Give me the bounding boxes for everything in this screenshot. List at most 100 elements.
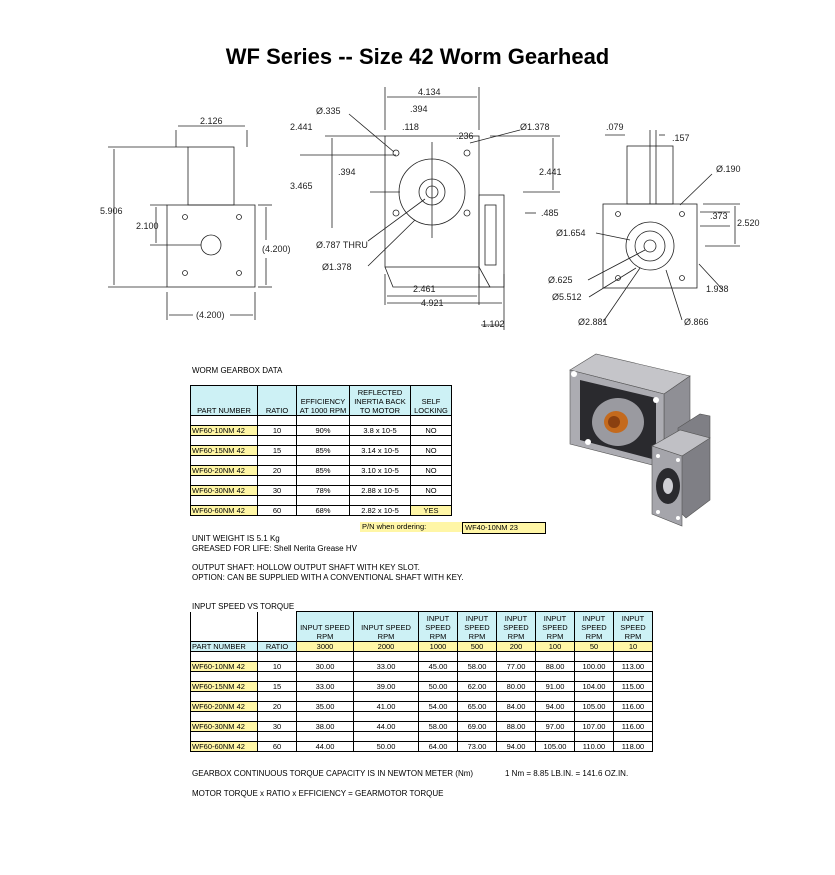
right-view-circle-outer (625, 221, 675, 271)
torque-value: 39.00 (353, 681, 419, 692)
torque-value: 116.00 (613, 721, 653, 732)
ratio: 20 (257, 701, 297, 712)
dim-center-bore-dia: Ø1.378 (520, 122, 550, 132)
torque-capacity-note: GEARBOX CONTINUOUS TORQUE CAPACITY IS IN… (192, 769, 474, 778)
right-view-flange (602, 203, 698, 289)
dim-center-right-top: 2.441 (539, 167, 562, 177)
speed-spacer-row (190, 711, 653, 722)
self-locking: NO (410, 485, 452, 496)
dim-left-height: 5.906 (100, 206, 123, 216)
dim-center-right-step: .485 (541, 208, 559, 218)
self-locking: NO (410, 425, 452, 436)
torque-value: 62.00 (457, 681, 497, 692)
speed-value: 10 (613, 641, 653, 652)
speed-header: INPUT SPEED RPM (496, 611, 536, 642)
torque-value: 69.00 (457, 721, 497, 732)
speed-header: INPUT SPEED RPM (574, 611, 614, 642)
dim-center-bottom-width: 2.461 (413, 284, 436, 294)
speed-value: 2000 (353, 641, 419, 652)
part-number: WF60-30NM 42 (190, 485, 258, 496)
speed-value: 100 (535, 641, 575, 652)
torque-value: 54.00 (418, 701, 458, 712)
worm-spacer-row (190, 475, 452, 486)
speed-spacer-row (190, 731, 653, 742)
inertia: 3.8 x 10-5 (349, 425, 411, 436)
torque-value: 107.00 (574, 721, 614, 732)
torque-value: 41.00 (353, 701, 419, 712)
torque-value: 30.00 (296, 661, 354, 672)
ratio: 60 (257, 505, 297, 516)
speed-value: 50 (574, 641, 614, 652)
self-locking: NO (410, 465, 452, 476)
ratio: 10 (257, 425, 297, 436)
speed-spacer-row (190, 671, 653, 682)
torque-value: 116.00 (613, 701, 653, 712)
torque-value: 65.00 (457, 701, 497, 712)
speed-spacer-row (190, 651, 653, 662)
worm-header-efficiency: EFFICIENCY AT 1000 RPM (296, 385, 350, 416)
torque-value: 105.00 (574, 701, 614, 712)
speed-value: 200 (496, 641, 536, 652)
speed-header: INPUT SPEED RPM (535, 611, 575, 642)
left-view-shaft-hole (200, 234, 222, 256)
efficiency: 78% (296, 485, 350, 496)
part-number: WF60-10NM 42 (190, 425, 258, 436)
left-view-flange (166, 204, 256, 288)
part-number: WF60-30NM 42 (190, 721, 258, 732)
dim-center-top: 2.441 (290, 122, 313, 132)
efficiency: 68% (296, 505, 350, 516)
dim-right-step: .373 (710, 211, 728, 221)
dim-right-outer: Ø1.654 (556, 228, 586, 238)
torque-value: 33.00 (353, 661, 419, 672)
worm-header-part: PART NUMBER (190, 385, 258, 416)
dim-right-pilot: Ø2.881 (578, 317, 608, 327)
torque-value: 88.00 (535, 661, 575, 672)
torque-value: 33.00 (296, 681, 354, 692)
dim-center-hole-dia: Ø.335 (316, 106, 341, 116)
ratio: 20 (257, 465, 297, 476)
self-locking: YES (410, 505, 452, 516)
torque-value: 94.00 (496, 741, 536, 752)
table-row: WF60-30NM 42 30 78% 2.88 x 10-5 NO (190, 485, 452, 496)
worm-header-self-locking: SELF LOCKING (410, 385, 452, 416)
worm-spacer-row (190, 455, 452, 466)
dim-right-height: 2.520 (737, 218, 760, 228)
table-row: WF60-30NM 42 30 38.00 44.00 58.00 69.00 … (190, 721, 653, 732)
gearbox-3d-image (569, 353, 711, 527)
torque-value: 88.00 (496, 721, 536, 732)
grease-note: GREASED FOR LIFE: Shell Nerita Grease HV (192, 544, 357, 553)
inertia: 2.82 x 10-5 (349, 505, 411, 516)
speed-header: INPUT SPEED RPM (613, 611, 653, 642)
efficiency: 85% (296, 465, 350, 476)
torque-value: 110.00 (574, 741, 614, 752)
table-row: WF60-15NM 42 15 85% 3.14 x 10-5 NO (190, 445, 452, 456)
speed-header: INPUT SPEED RPM (296, 611, 354, 642)
worm-table-caption: WORM GEARBOX DATA (192, 366, 283, 375)
torque-value: 113.00 (613, 661, 653, 672)
output-shaft-note: OUTPUT SHAFT: HOLLOW OUTPUT SHAFT WITH K… (192, 563, 420, 572)
torque-value: 58.00 (457, 661, 497, 672)
ratio: 15 (257, 445, 297, 456)
dim-center-thru: Ø.787 THRU (316, 240, 368, 250)
torque-value: 45.00 (418, 661, 458, 672)
speed-spacer-row (190, 691, 653, 702)
part-number: WF60-60NM 42 (190, 505, 258, 516)
part-number: WF60-60NM 42 (190, 741, 258, 752)
dim-center-flange: 1.102 (482, 319, 505, 329)
speed-header: INPUT SPEED RPM (457, 611, 497, 642)
speed-header-part: PART NUMBER (190, 641, 258, 652)
worm-spacer-row (190, 415, 452, 426)
part-number: WF60-10NM 42 (190, 661, 258, 672)
speed-table-caption: INPUT SPEED VS TORQUE (192, 602, 295, 611)
torque-value: 64.00 (418, 741, 458, 752)
table-row: WF60-15NM 42 15 33.00 39.00 50.00 62.00 … (190, 681, 653, 692)
ratio: 30 (257, 485, 297, 496)
torque-value: 77.00 (496, 661, 536, 672)
dim-right-bolt-circle: Ø5.512 (552, 292, 582, 302)
part-number: WF60-15NM 42 (190, 445, 258, 456)
speed-header: INPUT SPEED RPM (353, 611, 419, 642)
dim-left-flange-height: (4.200) (262, 244, 291, 254)
worm-header-ratio: RATIO (257, 385, 297, 416)
unit-conversion-note: 1 Nm = 8.85 LB.IN. = 141.6 OZ.IN. (505, 769, 629, 778)
ratio: 60 (257, 741, 297, 752)
